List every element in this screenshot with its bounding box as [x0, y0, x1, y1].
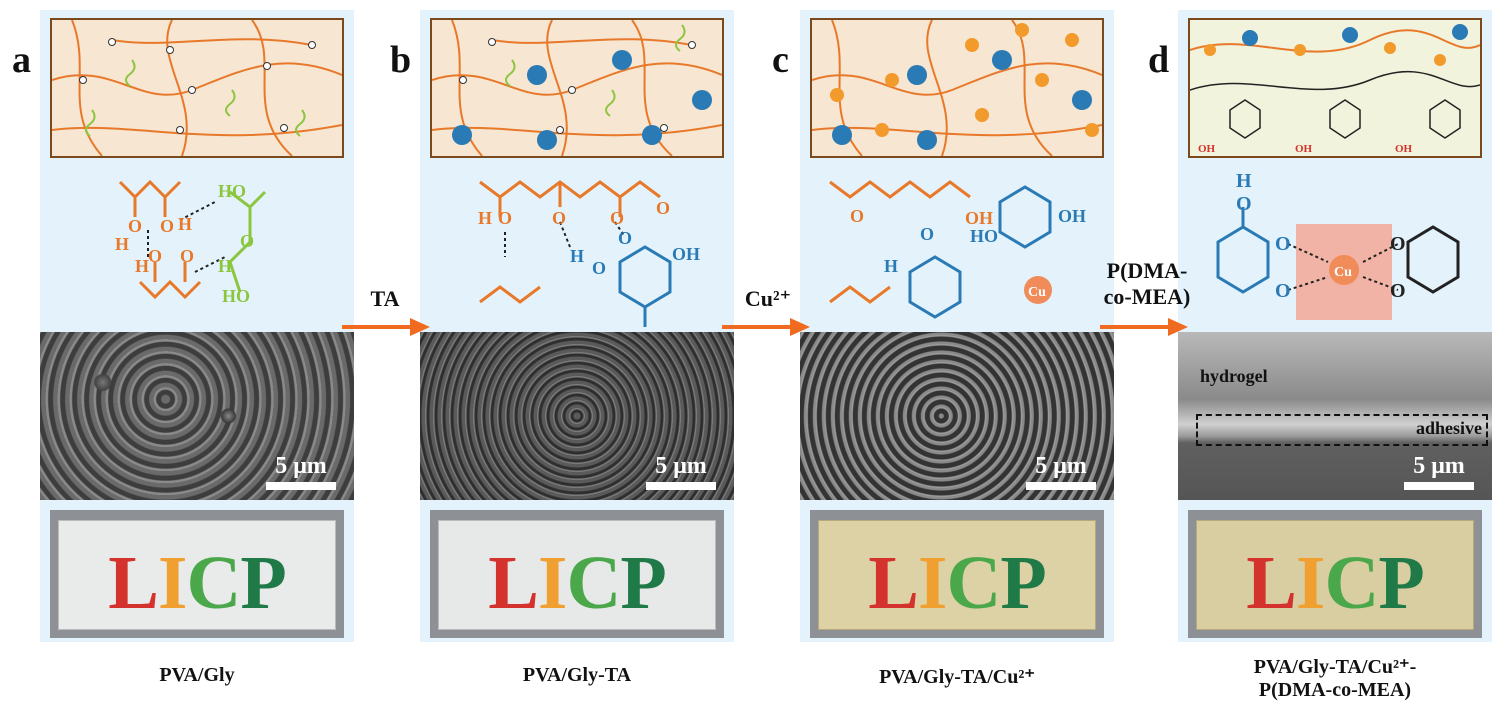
adhesive-label: adhesive	[1415, 418, 1482, 438]
network-diagram-b	[432, 20, 722, 156]
chemical-structure-d: Cu H O O O O O	[1178, 162, 1492, 332]
catechol-cu-diagram-d: Cu H O O O O O	[1216, 170, 1460, 320]
arrow-cu	[722, 318, 810, 336]
licp-text-c: LICP	[868, 541, 1047, 625]
svg-text:O: O	[236, 286, 250, 306]
svg-text:OH: OH	[1058, 206, 1086, 226]
sem-image-a: 5 μm	[40, 332, 354, 500]
svg-text:O: O	[850, 206, 864, 226]
svg-text:H: H	[478, 208, 492, 228]
svg-text:O: O	[656, 198, 670, 218]
panel-a: O H O H H O O H O O H H O 5 μm LICP	[40, 10, 354, 642]
network-schematic-a	[50, 18, 344, 158]
network-schematic-c	[810, 18, 1104, 158]
sem-image-c: 5 μm	[800, 332, 1114, 500]
svg-text:OH: OH	[1395, 143, 1413, 155]
svg-text:H: H	[570, 246, 584, 266]
interface-diagram-d: OH OH OH	[1190, 24, 1480, 155]
chemical-structure-c: Cu O OH HO H O OH	[800, 162, 1114, 332]
network-diagram-c	[812, 20, 1102, 156]
sample-photo-a: LICP	[50, 510, 344, 638]
caption-b: PVA/Gly-TA	[522, 664, 632, 686]
licp-text-b: LICP	[488, 541, 667, 625]
svg-text:O: O	[232, 181, 246, 201]
panel-letter-b: b	[390, 39, 412, 81]
hydrogel-label: hydrogel	[1200, 366, 1268, 386]
svg-text:H: H	[135, 256, 149, 276]
svg-text:H: H	[884, 256, 898, 276]
svg-text:O: O	[498, 208, 512, 228]
scale-bar-a: 5 μm	[266, 453, 336, 490]
svg-text:O: O	[1236, 193, 1252, 215]
svg-text:O: O	[1275, 233, 1291, 255]
chemical-structure-b: H O O O O H O O OH	[420, 162, 734, 332]
svg-text:H: H	[218, 256, 232, 276]
caption-a: PVA/Gly	[159, 664, 235, 686]
svg-text:OH: OH	[965, 208, 993, 228]
cu-ion-d	[1329, 255, 1359, 285]
adhesive-region	[1196, 414, 1488, 446]
sem-image-d: hydrogel adhesive 5 μm	[1178, 332, 1492, 500]
panel-letter-a: a	[12, 39, 31, 81]
svg-text:O: O	[240, 231, 254, 251]
svg-text:H: H	[178, 214, 192, 234]
svg-text:HO: HO	[970, 226, 998, 246]
network-schematic-b	[430, 18, 724, 158]
sample-photo-b: LICP	[430, 510, 724, 638]
svg-text:O: O	[180, 246, 194, 266]
svg-text:O: O	[148, 246, 162, 266]
caption-c: PVA/Gly-TA/Cu²⁺	[879, 666, 1035, 688]
sample-photo-d: LICP	[1188, 510, 1482, 638]
chemical-structure-a: O H O H H O O H O O H H O	[40, 162, 354, 332]
network-diagram-a	[52, 20, 342, 156]
arrow-label-cu: Cu²⁺	[744, 286, 792, 311]
hydrogen-bond-diagram-a: O H O H H O O H O O H H O	[115, 179, 267, 306]
arrow-pdma	[1100, 318, 1188, 336]
svg-text:OH: OH	[1198, 143, 1216, 155]
svg-text:H: H	[222, 286, 236, 306]
svg-text:O: O	[1390, 233, 1406, 255]
svg-text:O: O	[592, 258, 606, 278]
panel-d: OH OH OH Cu H O O O O	[1178, 10, 1492, 642]
scale-bar-c: 5 μm	[1026, 453, 1096, 490]
svg-text:O: O	[610, 208, 624, 228]
panel-letter-d: d	[1148, 39, 1170, 81]
svg-text:Cu: Cu	[1028, 285, 1046, 300]
sem-image-b: 5 μm	[420, 332, 734, 500]
network-schematic-d: OH OH OH	[1188, 18, 1482, 158]
scale-bar-b: 5 μm	[646, 453, 716, 490]
svg-text:Cu: Cu	[1334, 265, 1352, 280]
arrow-label-ta: TA	[370, 286, 400, 311]
svg-text:O: O	[1390, 280, 1406, 302]
sample-photo-c: LICP	[810, 510, 1104, 638]
caption-d: PVA/Gly-TA/Cu²⁺-P(DMA-co-MEA)	[1253, 656, 1417, 701]
cu-ion-c	[1024, 276, 1052, 304]
svg-text:O: O	[920, 224, 934, 244]
arrow-label-pdma: P(DMA-co-MEA)	[1103, 258, 1191, 309]
svg-text:O: O	[552, 208, 566, 228]
licp-text-d: LICP	[1246, 541, 1425, 625]
panel-c: Cu O OH HO H O OH 5 μm LICP	[800, 10, 1114, 642]
svg-text:H: H	[1236, 170, 1252, 192]
arrow-ta	[342, 318, 430, 336]
scale-bar-d: 5 μm	[1404, 453, 1474, 490]
svg-text:O: O	[618, 228, 632, 248]
panel-b: H O O O O H O O OH 5 μm LICP	[420, 10, 734, 642]
panel-letter-c: c	[772, 39, 789, 81]
svg-text:H: H	[218, 181, 232, 201]
licp-text-a: LICP	[108, 541, 287, 625]
svg-text:O: O	[128, 216, 142, 236]
svg-text:OH: OH	[1295, 143, 1313, 155]
svg-text:O: O	[160, 216, 174, 236]
svg-text:O: O	[1275, 280, 1291, 302]
coordination-diagram-c: Cu O OH HO H O OH	[829, 180, 1086, 319]
svg-text:OH: OH	[672, 244, 700, 264]
svg-text:H: H	[115, 234, 129, 254]
hydrogen-bond-diagram-b: H O O O O H O O OH	[478, 180, 700, 327]
